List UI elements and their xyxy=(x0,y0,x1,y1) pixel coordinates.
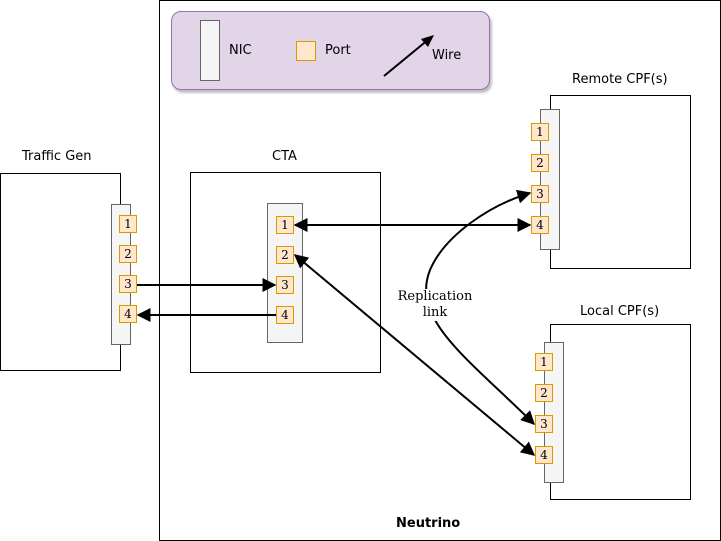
legend-port-label: Port xyxy=(325,43,351,58)
remote-cpf-port-3: 3 xyxy=(531,185,549,203)
cta-port-2: 2 xyxy=(276,246,294,264)
cta-port-4: 4 xyxy=(276,306,294,324)
remote-cpf-nic xyxy=(540,109,560,250)
local-cpf-port-4: 4 xyxy=(535,446,553,464)
traffic-gen-port-1: 1 xyxy=(119,215,137,233)
remote-cpf-port-2: 2 xyxy=(531,154,549,172)
cta-port-1: 1 xyxy=(276,216,294,234)
legend-nic-label: NIC xyxy=(229,43,252,58)
local-cpf-port-1: 1 xyxy=(535,353,553,371)
local-cpf-port-2: 2 xyxy=(535,384,553,402)
replication-link-line2: link xyxy=(422,305,448,320)
legend-port-swatch xyxy=(296,41,316,61)
replication-link-line1: Replication xyxy=(397,289,473,304)
wire-cta2-local4 xyxy=(293,254,536,456)
wire-replication-link xyxy=(425,189,535,425)
neutrino-title: Neutrino xyxy=(396,516,461,531)
traffic-gen-title: Traffic Gen xyxy=(22,149,92,164)
local-cpf-title: Local CPF(s) xyxy=(580,304,660,319)
legend-wire-label: Wire xyxy=(432,48,462,63)
cta-port-3: 3 xyxy=(276,276,294,294)
local-cpf-box xyxy=(550,324,691,500)
legend: NIC Port Wire xyxy=(171,11,490,90)
remote-cpf-title: Remote CPF(s) xyxy=(572,72,668,87)
cta-title: CTA xyxy=(272,149,297,164)
traffic-gen-port-2: 2 xyxy=(119,245,137,263)
local-cpf-port-3: 3 xyxy=(535,415,553,433)
remote-cpf-box xyxy=(550,95,691,269)
traffic-gen-port-4: 4 xyxy=(119,305,137,323)
traffic-gen-port-3: 3 xyxy=(119,275,137,293)
traffic-gen-box xyxy=(0,173,121,371)
replication-link-label: Replication link xyxy=(392,289,478,321)
legend-wire-arrow-icon xyxy=(383,35,434,77)
remote-cpf-port-1: 1 xyxy=(531,123,549,141)
legend-nic-swatch xyxy=(200,20,220,81)
